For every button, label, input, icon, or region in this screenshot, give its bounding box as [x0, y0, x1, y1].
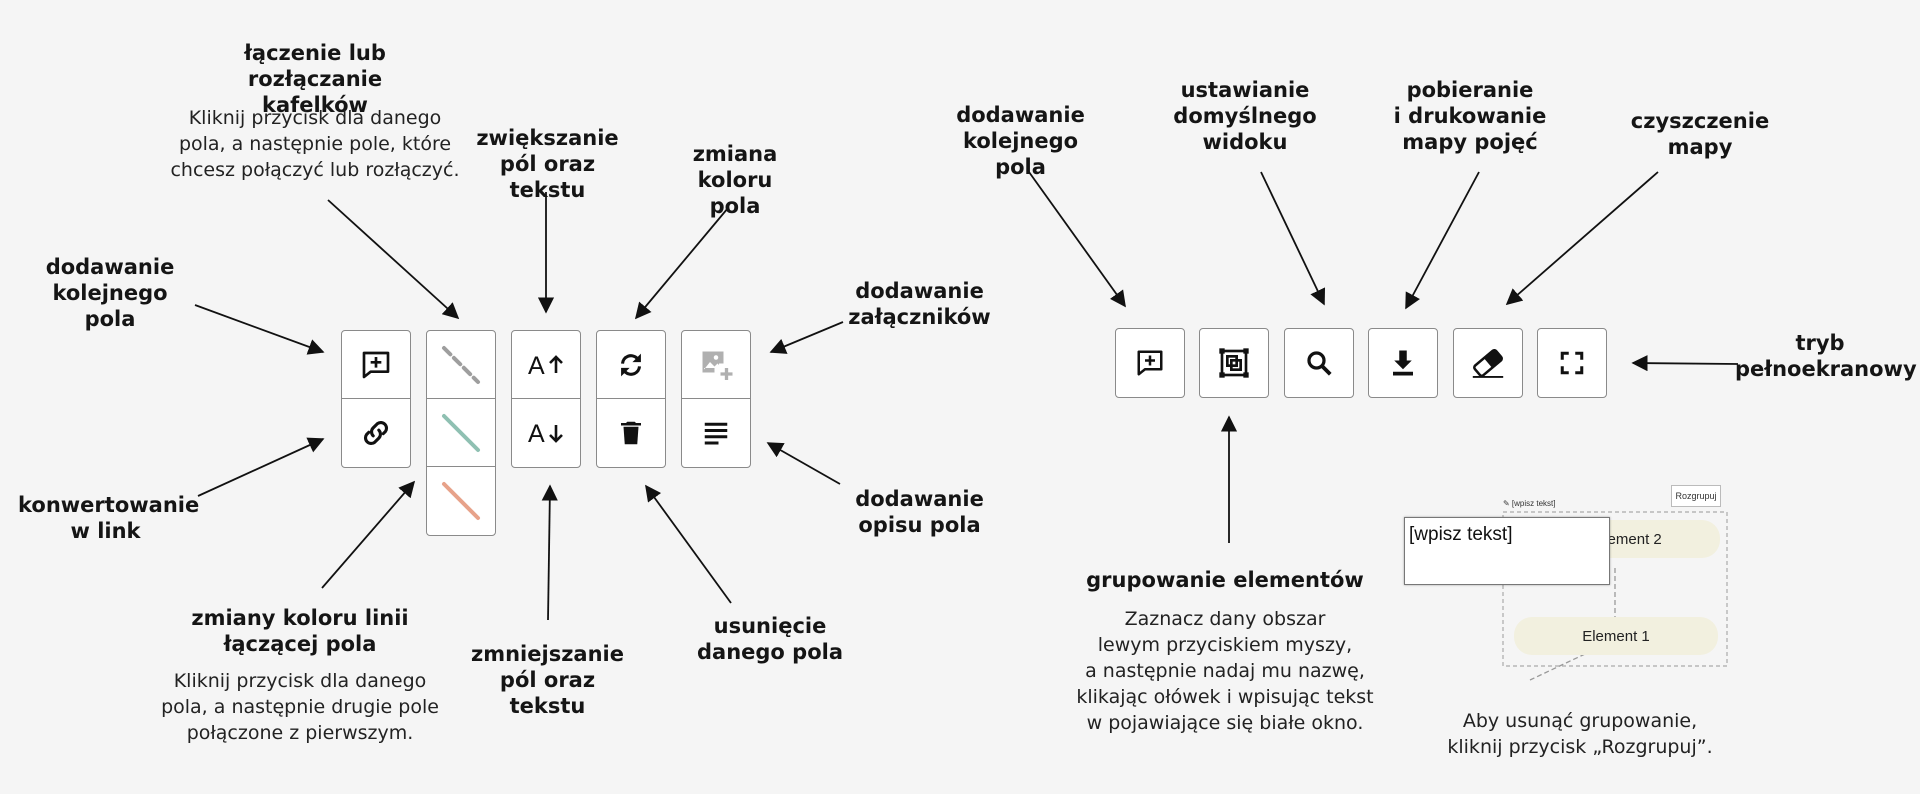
delete-button[interactable] [596, 398, 666, 468]
arrow-line-color [321, 480, 416, 589]
line-teal-button[interactable] [426, 398, 496, 468]
clear-map-label: czyszczenie mapy [1630, 109, 1770, 159]
link-icon [363, 420, 389, 446]
fullscreen-label: tryb pełnoekranowy [1735, 331, 1917, 381]
add-comment-icon [1137, 350, 1163, 376]
right-add-field-button[interactable] [1115, 328, 1185, 398]
delete-label: usunięcie danego pola [697, 614, 843, 664]
group-desc: Zaznacz dany obszar lewym przyciskiem my… [1076, 608, 1374, 734]
text-decrease-icon: A [528, 420, 563, 448]
shrink-label: zmniejszanie pól oraz tekstu [471, 642, 624, 718]
download-button[interactable] [1368, 328, 1438, 398]
add-comment-icon [362, 351, 390, 379]
arrow-download [1405, 171, 1480, 310]
download-icon [1393, 350, 1413, 376]
add-image-button[interactable] [681, 330, 751, 400]
ungroup-button[interactable]: Rozgrupuj [1671, 485, 1721, 507]
notes-button[interactable] [681, 398, 751, 468]
element-1-node[interactable]: Element 1 [1514, 617, 1718, 655]
download-print-label: pobieranie i drukowanie mapy pojęć [1393, 78, 1547, 154]
fullscreen-button[interactable] [1537, 328, 1607, 398]
group-select-button[interactable] [1199, 328, 1269, 398]
arrow-convert-link [197, 437, 325, 497]
arrow-add-field [194, 304, 325, 355]
convert-link-label: konwertowanie w link [18, 493, 200, 543]
enlarge-label: zwiększanie pól oraz tekstu [476, 126, 619, 202]
add-image-icon [702, 351, 733, 380]
line-color-desc: Kliknij przycisk dla danego pola, a nast… [161, 670, 439, 744]
group-title: grupowanie elementów [1086, 568, 1364, 592]
text-decrease-button[interactable]: A [511, 398, 581, 468]
group-select-icon [1219, 348, 1249, 378]
arrow-attachments [769, 321, 844, 354]
text-increase-button[interactable]: A [511, 330, 581, 400]
arrow-fullscreen [1631, 355, 1739, 372]
trash-icon [621, 421, 641, 445]
add-field-label: dodawanie kolejnego pola [45, 255, 175, 331]
right-add-field-label: dodawanie kolejnego pola [956, 103, 1085, 179]
search-icon [1307, 351, 1332, 376]
description-label: dodawanie opisu pola [855, 487, 984, 537]
swap-color-button[interactable] [596, 330, 666, 400]
notes-icon [704, 422, 728, 445]
svg-text:A: A [528, 352, 545, 380]
convert-link-button[interactable] [341, 398, 411, 468]
search-button[interactable] [1284, 328, 1354, 398]
arrow-connect [327, 199, 460, 320]
eraser-button[interactable] [1453, 328, 1523, 398]
color-change-label: zmiana koloru pola [692, 142, 778, 218]
default-view-label: ustawianie domyślnego widoku [1173, 78, 1317, 154]
swap-color-icon [620, 353, 642, 377]
arrow-description [766, 442, 841, 485]
arrow-clear [1505, 171, 1659, 306]
line-color-title: zmiany koloru linii łączącej pola [191, 606, 409, 656]
line-salmon-button[interactable] [426, 466, 496, 536]
add-field-button[interactable] [341, 330, 411, 400]
teal-line-icon [442, 414, 480, 452]
group-name-textbox[interactable]: [wpisz tekst] [1404, 517, 1610, 585]
text-increase-icon: A [528, 352, 563, 380]
line-gray-button[interactable] [426, 330, 496, 400]
eraser-icon [1472, 348, 1504, 378]
arrow-default-view [1260, 171, 1326, 306]
arrow-color-change [634, 207, 729, 320]
ungroup-desc: Aby usunąć grupowanie, kliknij przycisk … [1447, 710, 1713, 758]
connect-title: łączenie lub rozłączanie kafelków [244, 41, 386, 117]
arrow-right-add [1028, 171, 1126, 308]
svg-text:A: A [528, 420, 545, 448]
attachments-label: dodawanie załączników [848, 279, 991, 329]
arrow-delete [645, 484, 732, 604]
fullscreen-icon [1560, 351, 1584, 375]
group-example-frame [1502, 511, 1728, 681]
dashed-line-icon [442, 346, 480, 384]
connect-desc: Kliknij przycisk dla danego pola, a nast… [170, 107, 460, 181]
salmon-line-icon [442, 482, 480, 520]
arrow-shrink [541, 484, 558, 621]
group-label[interactable]: ✎ [wpisz tekst] [1503, 499, 1556, 508]
